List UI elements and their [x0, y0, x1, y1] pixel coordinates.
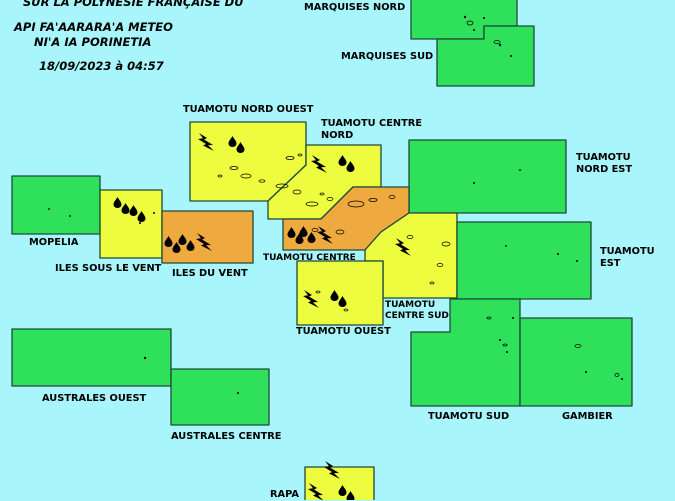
label-mopelia: MOPELIA	[29, 237, 79, 248]
zone-gambier[interactable]	[519, 317, 633, 407]
label-line: TUAMOTU	[385, 300, 436, 310]
label-iles-sous-le-vent: ILES SOUS LE VENT	[55, 263, 162, 274]
label-line: NORD EST	[576, 164, 633, 175]
label-tuamotu-est: TUAMOTU EST	[600, 246, 655, 270]
label-australes-centre: AUSTRALES CENTRE	[171, 431, 282, 442]
zone-tuamotu-ouest[interactable]	[296, 260, 384, 326]
label-tuamotu-centre-sud: TUAMOTU CENTRE SUD	[385, 300, 449, 322]
label-tuamotu-sud: TUAMOTU SUD	[428, 411, 510, 422]
label-rapa: RAPA	[270, 489, 299, 500]
bulletin-date: 18/09/2023 à 04:57	[39, 59, 164, 73]
label-gambier: GAMBIER	[562, 411, 613, 422]
label-tuamotu-nord-est: TUAMOTU NORD EST	[576, 152, 632, 176]
zone-marquises-sud[interactable]	[436, 25, 535, 87]
zone-australes-centre[interactable]	[170, 368, 270, 426]
zone-tuamotu-est[interactable]	[456, 221, 592, 300]
label-australes-ouest: AUSTRALES OUEST	[42, 393, 147, 404]
zone-iles-du-vent[interactable]	[161, 210, 254, 264]
label-tuamotu-nord-ouest: TUAMOTU NORD OUEST	[183, 104, 314, 115]
zone-tuamotu-nord-est[interactable]	[408, 139, 567, 214]
label-tuamotu-centre: TUAMOTU CENTRE	[263, 253, 356, 263]
zone-iles-sous-le-vent[interactable]	[99, 189, 163, 259]
header-title: SUR LA POLYNÉSIE FRANÇAISE DU	[23, 0, 244, 9]
label-marquises-nord: MARQUISES NORD	[304, 2, 406, 13]
label-line: TUAMOTU	[576, 152, 631, 163]
island-dots	[48, 15, 623, 394]
label-line: TUAMOTU CENTRE	[321, 118, 423, 129]
zone-australes-ouest[interactable]	[11, 328, 172, 387]
zone-tuamotu-sud[interactable]	[410, 298, 521, 407]
island-outlines	[217, 20, 620, 377]
label-line: EST	[600, 258, 621, 269]
label-tuamotu-ouest: TUAMOTU OUEST	[296, 326, 391, 337]
header-subtitle-tahitian: NI'A IA PORINETIA	[34, 35, 152, 49]
label-line: NORD	[321, 130, 354, 141]
label-line: TUAMOTU	[600, 246, 655, 257]
label-marquises-sud: MARQUISES SUD	[341, 51, 434, 62]
zone-mopelia[interactable]	[11, 175, 101, 235]
label-line: CENTRE SUD	[385, 311, 449, 321]
header-title-tahitian: API FA'AARARA'A METEO	[14, 20, 173, 34]
label-tuamotu-centre-nord: TUAMOTU CENTRE NORD	[321, 118, 422, 142]
label-iles-du-vent: ILES DU VENT	[172, 268, 248, 279]
